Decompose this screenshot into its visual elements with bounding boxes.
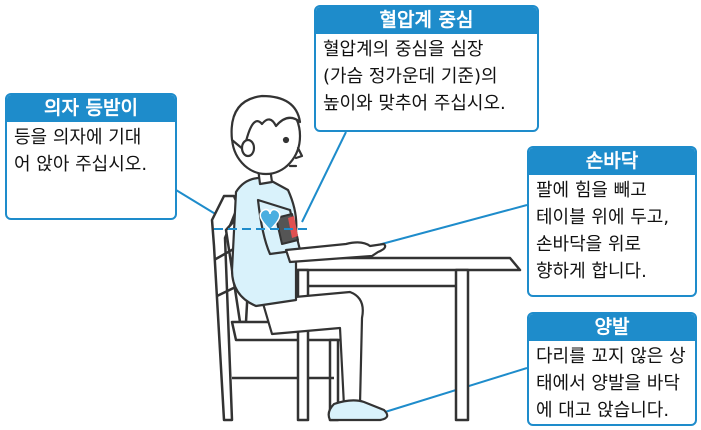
callout-line: 손바닥을 위로 [536, 234, 642, 255]
leader-palm [377, 204, 528, 246]
callout-cuff-center-text: 혈압계의 중심을 심장 (가슴 정가운데 기준)의 높이와 맞추어 주십시오. [316, 34, 537, 121]
callout-line: 어 앉아 주십시오. [14, 154, 148, 175]
leader-center [301, 131, 347, 223]
callout-feet-title: 양발 [529, 314, 695, 341]
callout-line: 에 대고 앉습니다. [536, 400, 670, 421]
table [286, 256, 522, 422]
callout-chair-back-text: 등을 의자에 기대 어 앉아 주십시오. [7, 122, 175, 182]
callout-palm-text: 팔에 힘을 빼고 테이블 위에 두고, 손바닥을 위로 향하게 합니다. [529, 175, 695, 289]
heart-icon [259, 208, 281, 232]
callout-line: 팔에 힘을 빼고 [536, 180, 647, 201]
callout-line: 혈압계의 중심을 심장 [323, 39, 484, 60]
callout-line: 테이블 위에 두고, [536, 207, 670, 228]
callout-line: 태에서 양발을 바닥 [536, 373, 680, 394]
callout-line: (가슴 정가운데 기준)의 [323, 66, 498, 87]
callout-line: 등을 의자에 기대 [14, 127, 142, 148]
callout-feet-text: 다리를 꼬지 않은 상 태에서 양발을 바닥 에 대고 앉습니다. [529, 341, 695, 424]
callout-line: 향하게 합니다. [536, 261, 647, 282]
callout-palm-title: 손바닥 [529, 148, 695, 175]
callout-palm: 손바닥 팔에 힘을 빼고 테이블 위에 두고, 손바닥을 위로 향하게 합니다. [527, 146, 697, 297]
callout-feet: 양발 다리를 꼬지 않은 상 태에서 양발을 바닥 에 대고 앉습니다. [527, 312, 697, 426]
callout-line: 높이와 맞추어 주십시오. [323, 93, 506, 114]
callout-cuff-center-title: 혈압계 중심 [316, 7, 537, 34]
callout-chair-back-title: 의자 등받이 [7, 95, 175, 122]
callout-chair-back: 의자 등받이 등을 의자에 기대 어 앉아 주십시오. [5, 93, 177, 220]
callout-line: 다리를 꼬지 않은 상 [536, 346, 686, 367]
callout-cuff-center: 혈압계 중심 혈압계의 중심을 심장 (가슴 정가운데 기준)의 높이와 맞추어… [314, 5, 539, 132]
